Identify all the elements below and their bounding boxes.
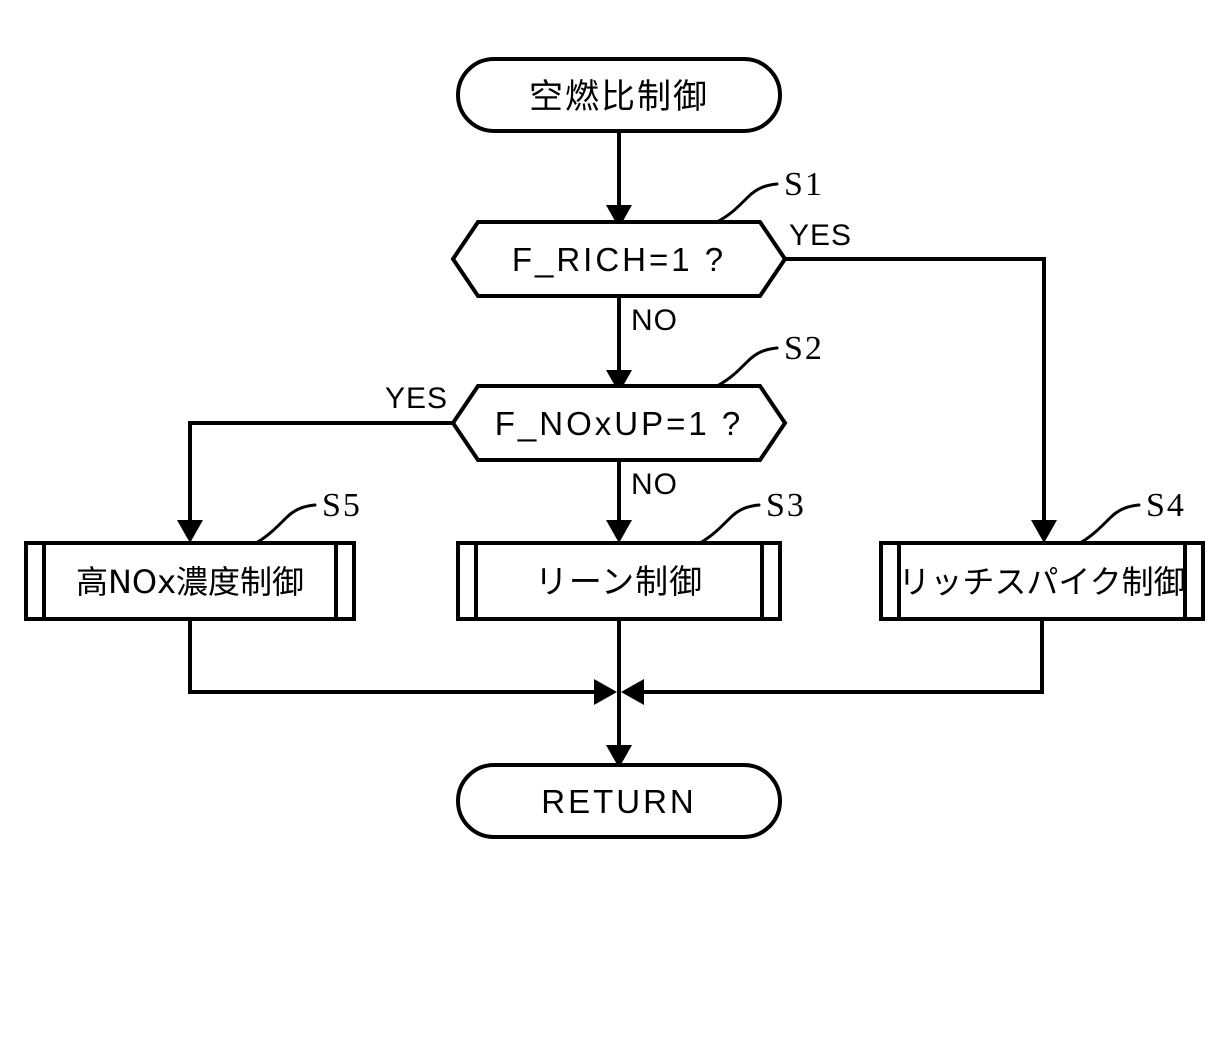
step-label-s4-group: S4 xyxy=(1078,487,1186,545)
edge-s1-no: NO xyxy=(606,296,678,393)
end-terminal-label: RETURN xyxy=(541,783,697,820)
node-process-s5[interactable]: 高NOx濃度制御 xyxy=(24,541,356,621)
decision-s2-label: F_NOxUP=1 ? xyxy=(495,405,744,442)
decision-s2-shape xyxy=(450,384,788,462)
edge-s2-no: NO xyxy=(606,460,678,543)
arrowhead-start-to-s1 xyxy=(606,205,632,228)
process-s4-shape xyxy=(879,541,1205,621)
edge-s2-yes: YES xyxy=(177,382,453,543)
step-label-s2: S2 xyxy=(784,330,824,367)
edge-label-s2-no: NO xyxy=(631,468,678,501)
process-s3-shape xyxy=(456,541,782,621)
edge-label-s2-yes: YES xyxy=(385,382,448,415)
edge-s4-to-merge xyxy=(621,619,1044,705)
process-s4-label: リッチスパイク制御 xyxy=(898,563,1185,601)
arrowhead-s2-no xyxy=(606,520,632,543)
decision-s1-label: F_RICH=1 ? xyxy=(512,241,726,278)
node-process-s3[interactable]: リーン制御 xyxy=(456,541,782,621)
process-s3-label: リーン制御 xyxy=(535,562,703,601)
step-label-s3: S3 xyxy=(766,487,806,524)
step-label-s4: S4 xyxy=(1146,487,1186,524)
node-decision-s1[interactable]: F_RICH=1 ? xyxy=(450,220,788,298)
process-s5-shape xyxy=(24,541,356,621)
arrowhead-s4-merge xyxy=(621,679,644,705)
step-label-s5-group: S5 xyxy=(254,487,362,545)
step-label-s3-group: S3 xyxy=(698,487,806,545)
arrowhead-s1-yes xyxy=(1031,520,1057,543)
node-end[interactable]: RETURN xyxy=(456,763,782,839)
arrowhead-s1-no xyxy=(606,370,632,393)
step-label-s2-group: S2 xyxy=(715,330,824,388)
edge-label-s1-no: NO xyxy=(631,304,678,337)
step-label-s1: S1 xyxy=(784,166,824,203)
step-label-s1-group: S1 xyxy=(715,166,824,224)
node-start[interactable]: 空燃比制御 xyxy=(456,57,782,133)
arrowhead-s2-yes xyxy=(177,520,203,543)
edge-s5-to-merge xyxy=(188,619,617,705)
edge-s3-to-return xyxy=(606,619,632,768)
start-terminal-label: 空燃比制御 xyxy=(529,77,709,117)
end-terminal-shape xyxy=(456,763,782,839)
arrowhead-to-return xyxy=(606,745,632,768)
edge-start-to-s1 xyxy=(606,131,632,228)
node-process-s4[interactable]: リッチスパイク制御 xyxy=(879,541,1205,621)
process-s5-label: 高NOx濃度制御 xyxy=(76,563,304,601)
arrowhead-s5-merge xyxy=(594,679,617,705)
edge-label-s1-yes: YES xyxy=(789,219,852,252)
node-decision-s2[interactable]: F_NOxUP=1 ? xyxy=(450,384,788,462)
step-label-s5: S5 xyxy=(322,487,362,524)
edge-s1-yes: YES xyxy=(785,219,1057,543)
